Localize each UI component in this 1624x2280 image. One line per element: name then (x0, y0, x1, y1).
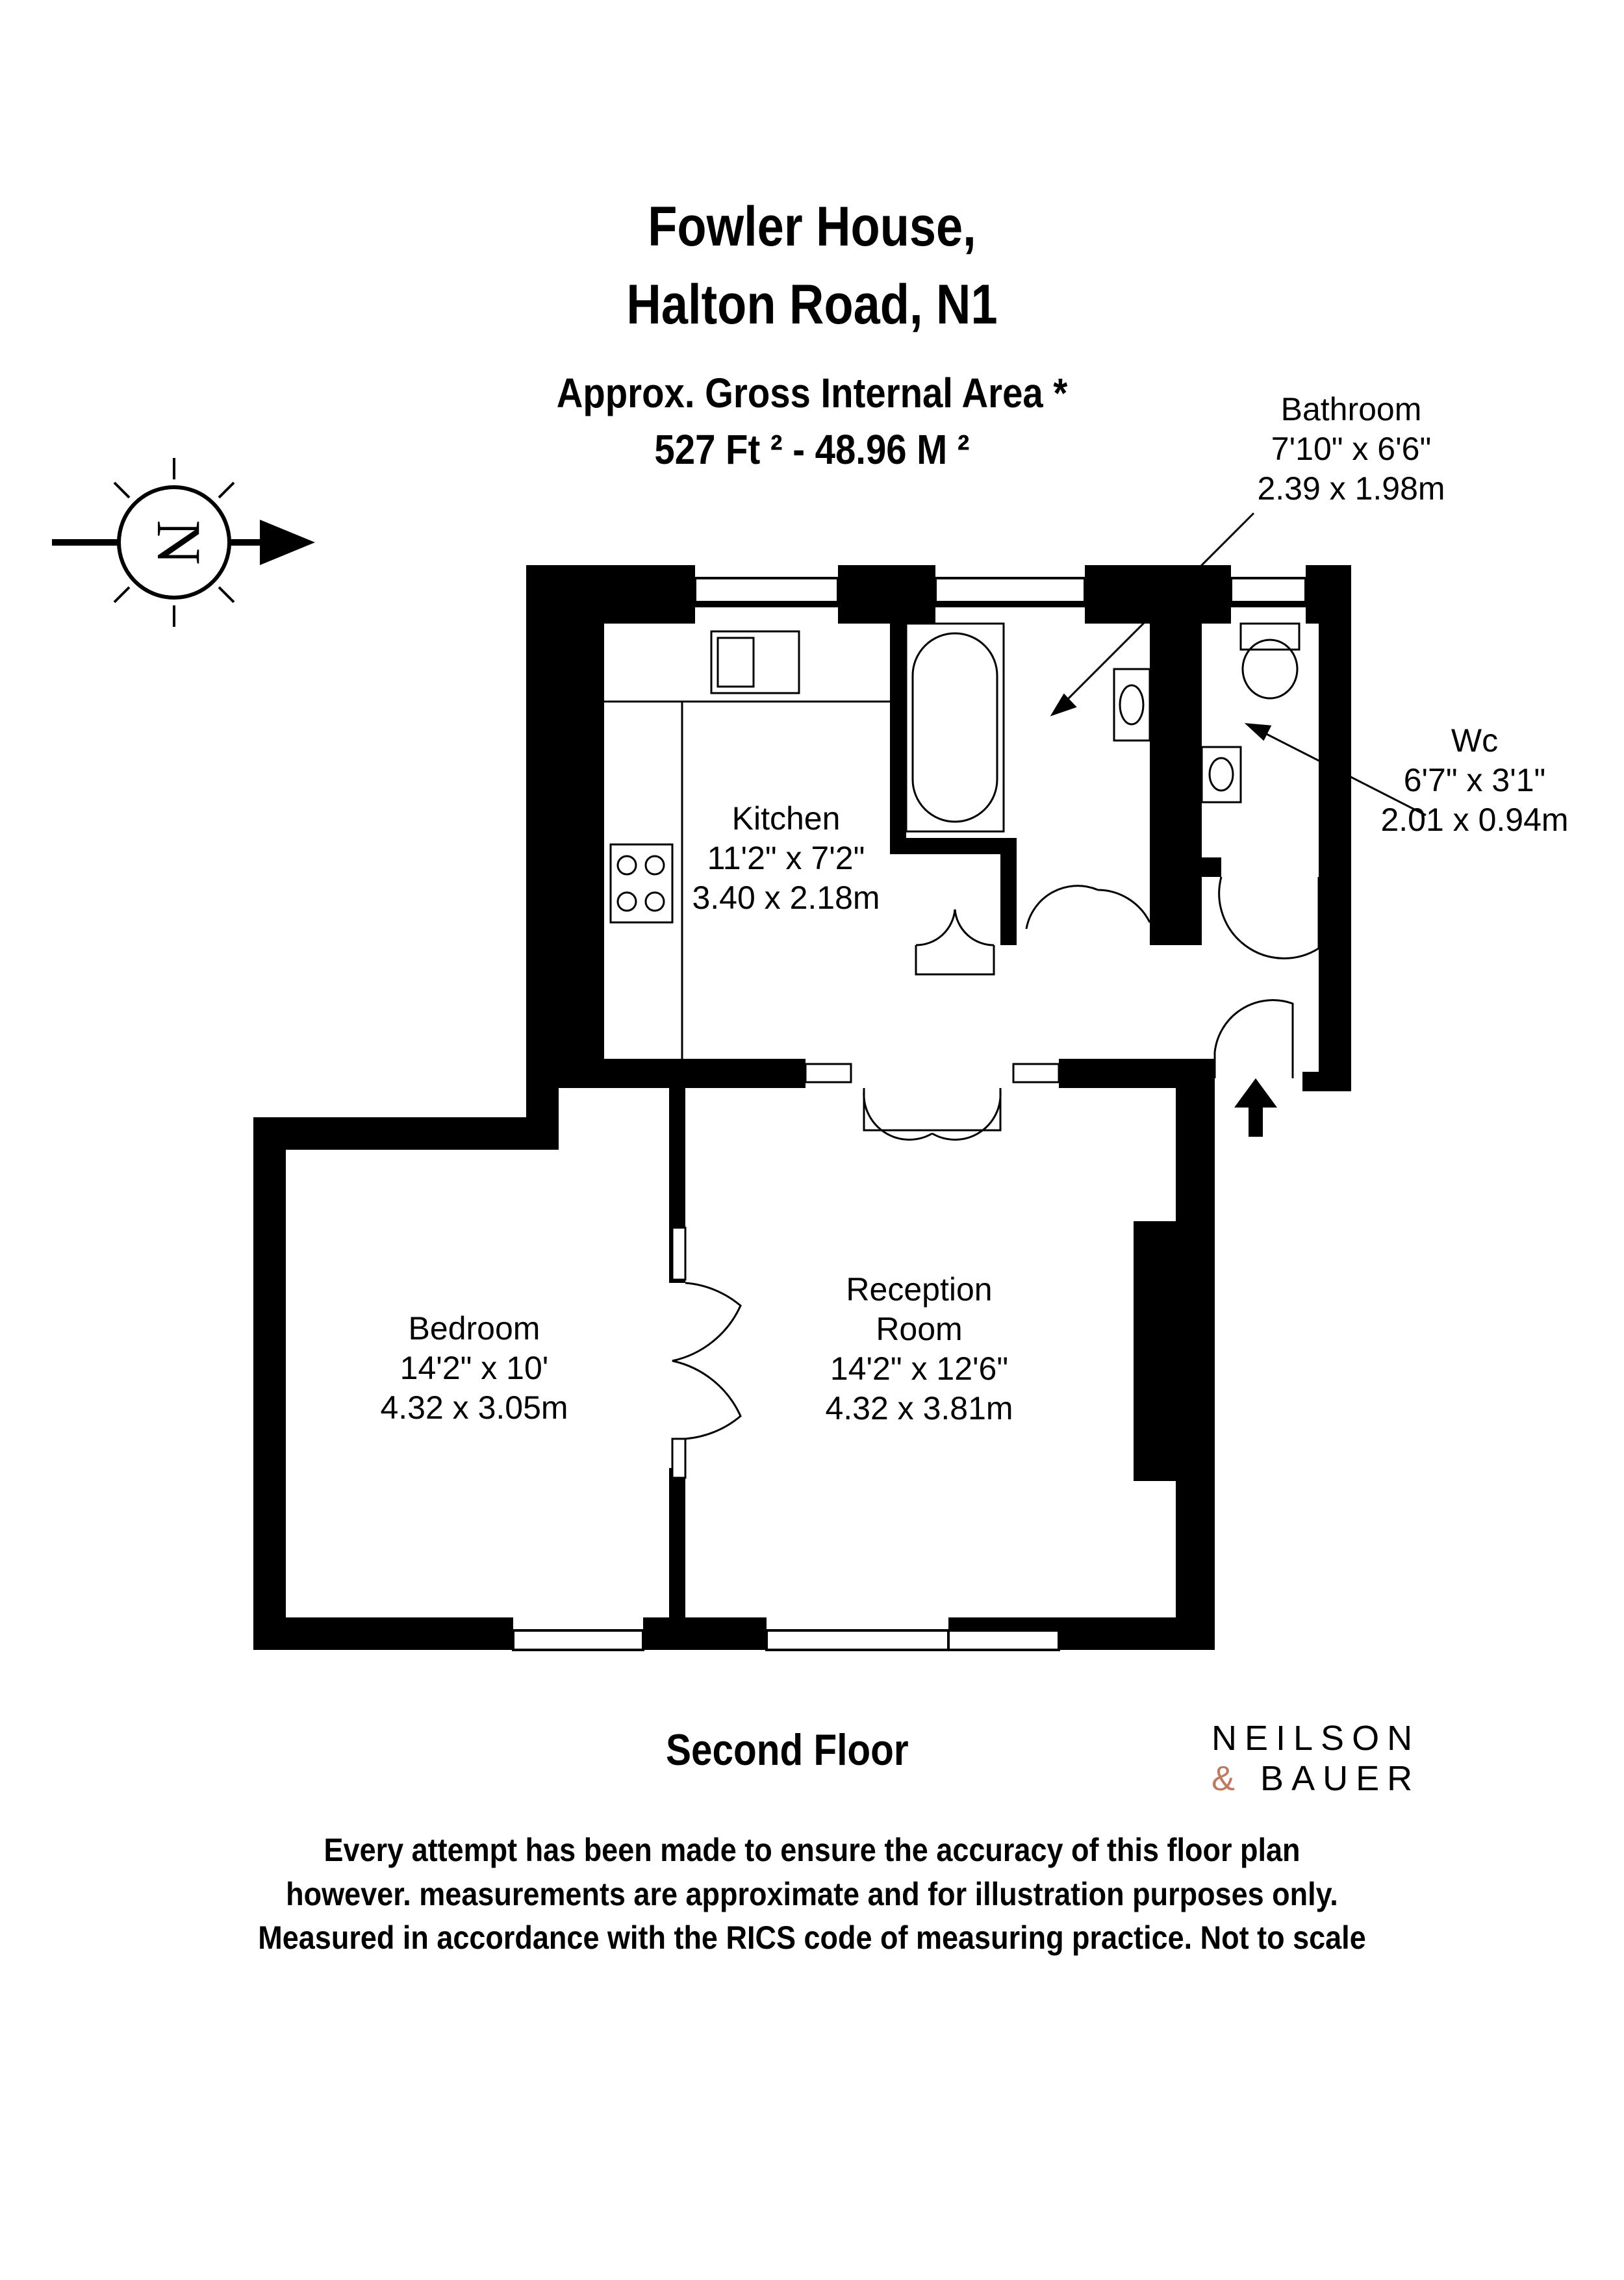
brand-logo: NEILSON & BAUER (1212, 1718, 1420, 1799)
reception-imperial: 14'2" x 12'6" (830, 1350, 1009, 1387)
brand-line1: NEILSON (1212, 1719, 1421, 1758)
reception-name-line2: Room (876, 1311, 963, 1347)
floor-label: Second Floor (666, 1725, 909, 1775)
wc-name: Wc (1451, 722, 1499, 759)
svg-text:N: N (144, 520, 214, 564)
window-sills (695, 601, 1306, 607)
property-title-line2: Halton Road, N1 (626, 273, 998, 336)
north-compass-icon: N (52, 458, 315, 627)
bathroom-label: Bathroom 7'10" x 6'6" 2.39 x 1.98m (1221, 390, 1481, 509)
disclaimer-line3: Measured in accordance with the RICS cod… (258, 1919, 1366, 1956)
kitchen-metric: 3.40 x 2.18m (692, 880, 880, 916)
brand-ampersand: & (1212, 1759, 1243, 1798)
wc-metric: 2.01 x 0.94m (1380, 802, 1569, 838)
bedroom-name: Bedroom (408, 1310, 540, 1347)
bedroom-imperial: 14'2" x 10' (400, 1350, 549, 1386)
entrance-arrow-icon (1234, 1078, 1277, 1137)
internal-windows (671, 1063, 1060, 1479)
bathroom-metric: 2.39 x 1.98m (1257, 470, 1445, 507)
fixtures (604, 622, 1320, 1440)
brand-line2: BAUER (1260, 1759, 1421, 1798)
walls (253, 565, 1351, 1650)
bedroom-metric: 4.32 x 3.05m (380, 1389, 568, 1426)
property-title-line1: Fowler House, (648, 196, 976, 258)
bedroom-label: Bedroom 14'2" x 10' 4.32 x 3.05m (344, 1309, 604, 1428)
disclaimer: Every attempt has been made to ensure th… (81, 1829, 1543, 1960)
gross-area-value: 527 Ft ² - 48.96 M ² (654, 426, 970, 473)
disclaimer-line2: however. measurements are approximate an… (286, 1875, 1338, 1912)
bathroom-imperial: 7'10" x 6'6" (1271, 431, 1432, 467)
kitchen-label: Kitchen 11'2" x 7'2" 3.40 x 2.18m (656, 799, 916, 918)
reception-label: Reception Room 14'2" x 12'6" 4.32 x 3.81… (789, 1270, 1049, 1428)
label-leaders (1050, 512, 1427, 817)
wc-label: Wc 6'7" x 3'1" 2.01 x 0.94m (1345, 721, 1605, 840)
reception-metric: 4.32 x 3.81m (825, 1390, 1013, 1426)
gross-area-label: Approx. Gross Internal Area * (556, 370, 1068, 416)
kitchen-name: Kitchen (731, 800, 841, 837)
reception-name-line1: Reception (846, 1271, 993, 1308)
compass-n-label: N (144, 520, 214, 564)
disclaimer-line1: Every attempt has been made to ensure th… (324, 1832, 1300, 1868)
kitchen-imperial: 11'2" x 7'2" (707, 840, 865, 876)
bathroom-name: Bathroom (1280, 391, 1422, 427)
windows (512, 577, 1307, 1651)
wc-imperial: 6'7" x 3'1" (1403, 762, 1546, 798)
